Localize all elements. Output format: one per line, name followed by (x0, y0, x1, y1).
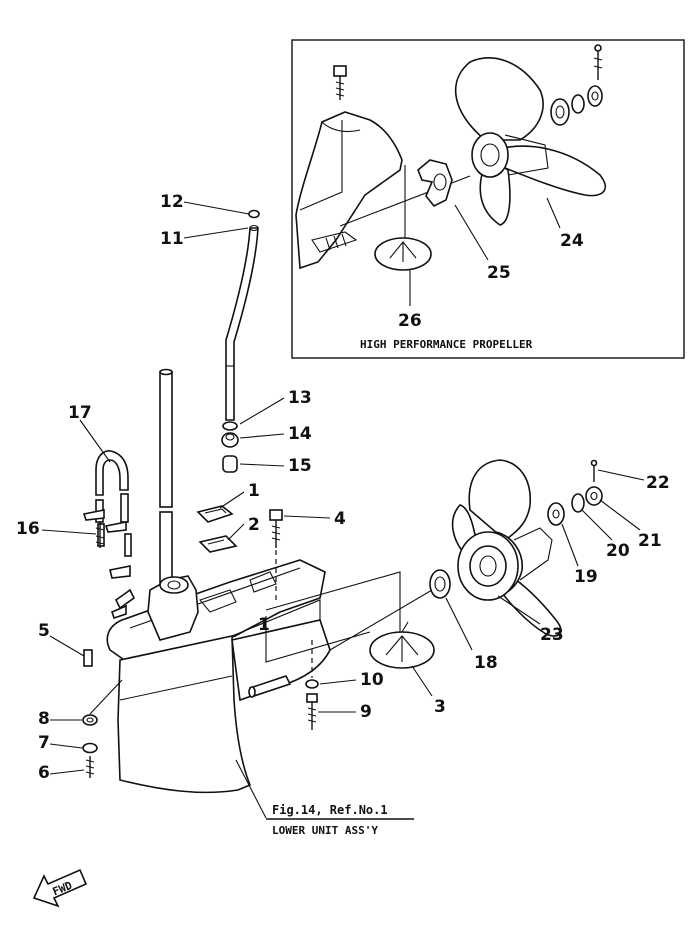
inset-caption: HIGH PERFORMANCE PROPELLER (360, 338, 533, 351)
callout-10: 10 (360, 670, 384, 690)
bolt-9 (306, 693, 318, 730)
bolt-16 (95, 522, 105, 548)
washer-8 (82, 714, 98, 726)
reference-fig: Fig.14, Ref.No.1 (272, 803, 388, 817)
anode-3 (369, 621, 435, 669)
inset-frame (291, 39, 685, 359)
inset-thrust-piece (417, 159, 453, 208)
washer-19 (547, 502, 565, 526)
callout-1: 1 (248, 481, 260, 501)
reference-leader (235, 759, 267, 819)
washer-7 (82, 742, 98, 754)
callout-19: 19 (574, 567, 598, 587)
reference-assy: LOWER UNIT ASS'Y (272, 824, 378, 837)
callout-9: 9 (360, 702, 372, 722)
callout-26: 26 (398, 311, 422, 331)
screw-6 (85, 756, 95, 778)
callout-18: 18 (474, 653, 498, 673)
guide-line-shaft (329, 589, 433, 651)
callout-23: 23 (540, 625, 564, 645)
inset-anode (374, 237, 432, 271)
shift-rod-assembly (221, 209, 260, 473)
callout-20: 20 (606, 541, 630, 561)
callout-22: 22 (646, 473, 670, 493)
callout-8: 8 (38, 709, 50, 729)
leader-lines (41, 201, 645, 819)
callout-21: 21 (638, 531, 662, 551)
gasket-upper (196, 505, 234, 523)
shift-rod-clip (248, 209, 260, 219)
callout-13: 13 (288, 388, 312, 408)
callout-14: 14 (288, 424, 312, 444)
pin-5 (83, 649, 93, 667)
washer-10 (305, 679, 319, 689)
callout-4: 4 (334, 509, 346, 529)
inset-gearcase (295, 111, 403, 270)
washer-20 (571, 493, 585, 513)
fwd-arrow-icon: FWD (32, 868, 88, 908)
drive-shaft (159, 368, 173, 593)
propeller-23 (451, 459, 562, 637)
reference-note: Fig.14, Ref.No.1 LOWER UNIT ASS'Y (266, 803, 414, 837)
callout-3: 3 (434, 697, 446, 717)
cotter-pin-22 (590, 459, 598, 482)
inset-propeller (454, 57, 606, 226)
callout-2: 2 (248, 515, 260, 535)
inset-hardware-stack (550, 44, 603, 126)
nut-21 (585, 486, 603, 506)
thrust-washer-18 (429, 569, 451, 599)
gasket-lower (198, 535, 238, 553)
shift-rod-grommet (221, 421, 239, 473)
shift-rod (225, 227, 259, 421)
guide-line-2 (265, 571, 401, 632)
guide-line-1 (265, 616, 371, 663)
callout-15: 15 (288, 456, 312, 476)
callout-11: 11 (160, 229, 184, 249)
lower-unit-gearcase (106, 559, 331, 794)
callout-17: 17 (68, 403, 92, 423)
inset-bolt (333, 65, 347, 100)
grommet-parts-left (82, 509, 136, 620)
callout-24: 24 (560, 231, 584, 251)
callout-16: 16 (16, 519, 40, 539)
callout-5: 5 (38, 621, 50, 641)
callout-6: 6 (38, 763, 50, 783)
bolt-4 (269, 509, 283, 548)
callout-25: 25 (487, 263, 511, 283)
callout-1-secondary: 1 (258, 615, 270, 635)
callout-12: 12 (160, 192, 184, 212)
inset-high-performance-propeller: 24 25 26 HIGH PERFORMANCE PROPELLER (291, 39, 685, 359)
callout-7: 7 (38, 733, 50, 753)
